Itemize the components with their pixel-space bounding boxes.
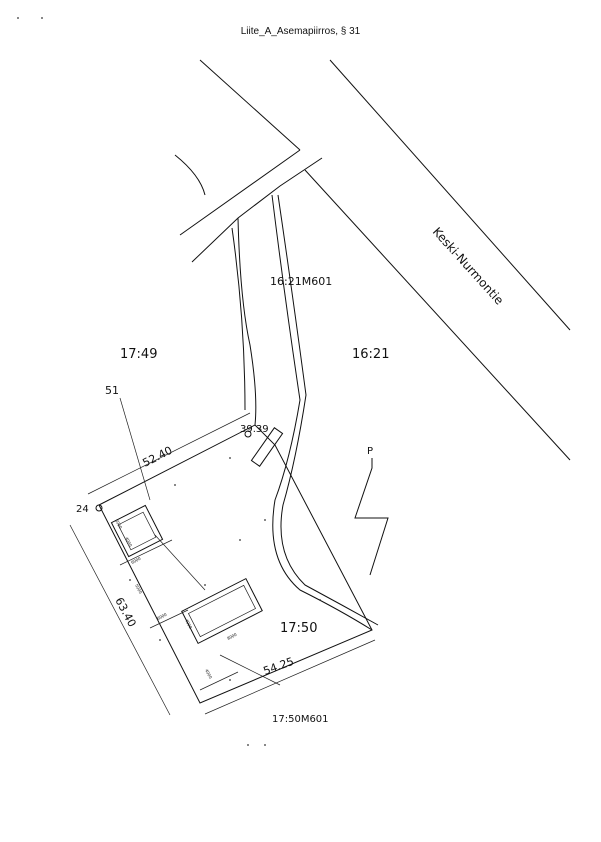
culvert-symbol [250,427,284,467]
parcel-label-17-50m601: 17:50M601 [272,714,329,725]
small-dimension-label: 4000 [184,618,193,630]
marker-39-39: 39.39 [240,424,269,435]
small-dimension-label: 6000 [156,612,168,621]
small-dimension-label: 6000 [114,518,123,530]
dimension-bottom-label: 54.25 [262,655,296,678]
north-arrow [354,458,389,576]
side-road [179,149,323,263]
access-path [174,154,379,631]
road-name-label: Keski-Nurmontie [430,225,507,308]
small-dimension-label: 5000 [134,583,143,595]
north-label: P [367,446,373,457]
parcel-label-16-21: 16:21 [352,347,389,362]
main-road [199,59,571,461]
page-title: Liite_A_Asemapiirros, § 31 [240,26,361,37]
parcel-boundary [98,424,373,704]
dimension-top-label: 52.40 [140,444,174,470]
boundary-dots [17,17,321,746]
marker-51: 51 [105,384,119,397]
dimension-lines [69,397,376,716]
small-dimension-label: 8000 [226,632,238,641]
small-dimension-label: 6000 [130,556,142,565]
survey-point-24 [95,504,103,512]
small-dimension-label: 4000 [204,668,213,680]
building-large [181,577,263,645]
parcel-label-17-50: 17:50 [280,621,317,636]
building-small [110,504,164,558]
parcel-label-16-21m601: 16:21M601 [270,275,332,288]
small-dimension-label: 4000 [124,536,133,548]
parcel-label-17-49: 17:49 [120,347,157,362]
marker-24: 24 [76,504,89,515]
survey-point-39-39 [244,430,252,438]
